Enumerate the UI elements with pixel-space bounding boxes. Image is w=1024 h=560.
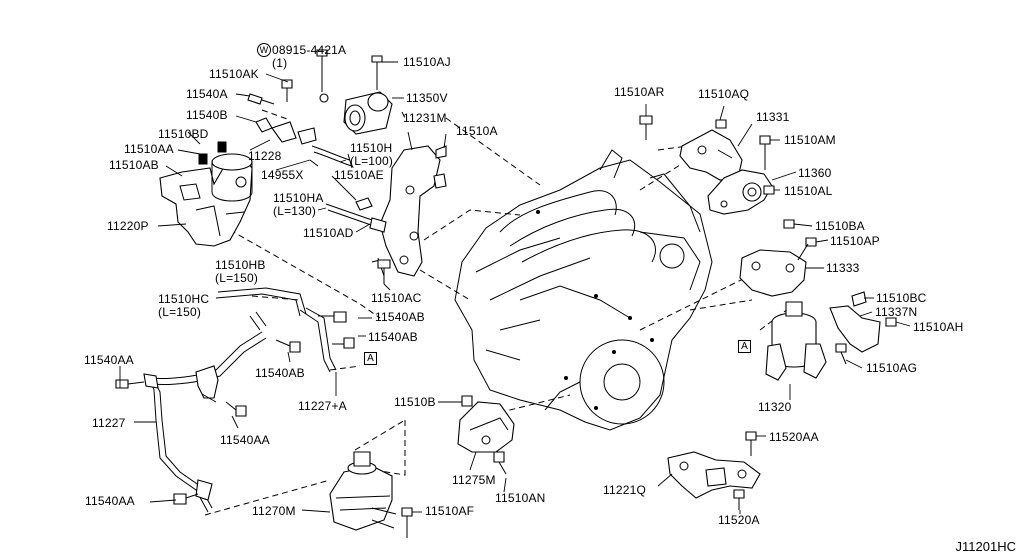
label-11540ab-middle: 11540AB xyxy=(368,330,418,344)
label-11510aq: 11510AQ xyxy=(698,87,750,101)
label-11540aa-middle: 11540AA xyxy=(220,433,270,447)
label-11540ab-upper: 11540AB xyxy=(375,310,425,324)
bracket-11231m xyxy=(379,145,447,277)
label-11510ap: 11510AP xyxy=(830,234,880,248)
label-11540ab-lower: 11540AB xyxy=(255,366,305,380)
label-11228: 11228 xyxy=(248,149,282,163)
mount-11320 xyxy=(765,291,897,381)
label-11275m: 11275M xyxy=(452,473,496,487)
label-11540aa-top: 11540AA xyxy=(84,353,134,367)
bolts xyxy=(115,197,391,505)
label-11510ah: 11510AH xyxy=(913,320,964,334)
label-11510aj: 11510AJ xyxy=(403,55,451,69)
bracket-11220p xyxy=(159,141,253,247)
label-11227: 11227 xyxy=(92,416,126,430)
fasteners-top-left xyxy=(247,49,383,145)
label-11540b: 11540B xyxy=(186,108,228,122)
label-11227-a: 11227+A xyxy=(298,399,347,413)
label-11510ab: 11510AB xyxy=(109,158,159,172)
label-11540aa-bottom: 11540AA xyxy=(85,494,135,508)
label-11510h-length: (L=100) xyxy=(350,154,394,168)
label-11540a: 11540A xyxy=(186,87,228,101)
label-11510bd: 11510BD xyxy=(158,127,209,141)
label-11510hb-length: (L=150) xyxy=(215,271,259,285)
label-11333: 11333 xyxy=(826,261,860,275)
label-11270m: 11270M xyxy=(252,504,296,518)
label-11510bc: 11510BC xyxy=(876,291,927,305)
tubes-11227 xyxy=(143,287,337,513)
mount-brackets-right-upper xyxy=(639,115,775,215)
label-08915-qty: (1) xyxy=(272,56,288,70)
bracket-11333 xyxy=(739,219,817,297)
label-11510aa: 11510AA xyxy=(124,142,174,156)
reference-a-left: A xyxy=(364,352,377,365)
label-11331: 11331 xyxy=(756,110,790,124)
label-11510am: 11510AM xyxy=(784,133,836,147)
label-11520aa: 11520AA xyxy=(769,430,819,444)
label-11520a: 11520A xyxy=(718,513,760,527)
label-14955x: 14955X xyxy=(261,168,304,182)
label-11510af: 11510AF xyxy=(425,504,475,518)
label-11360: 11360 xyxy=(798,166,832,180)
label-11510an: 11510AN xyxy=(495,491,546,505)
bushing-11350v xyxy=(343,91,393,135)
mount-11270m xyxy=(329,451,413,538)
label-11510ac: 11510AC xyxy=(371,291,422,305)
label-11510a: 11510A xyxy=(456,124,498,138)
label-11510hb: 11510HB xyxy=(215,258,266,272)
label-11510ba: 11510BA xyxy=(815,219,865,233)
label-11510h: 11510H xyxy=(350,141,393,155)
washer-mark: W xyxy=(257,43,272,57)
label-11320: 11320 xyxy=(758,400,792,414)
label-11510ak: 11510AK xyxy=(209,67,259,81)
reference-a-right: A xyxy=(738,340,751,353)
label-11510ha: 11510HA xyxy=(273,191,324,205)
label-11510ad: 11510AD xyxy=(303,226,354,240)
label-11350v: 11350V xyxy=(406,91,448,105)
diagram-code: J11201HC xyxy=(955,539,1016,554)
leader-lines xyxy=(119,61,911,514)
bracket-11275m xyxy=(457,395,515,475)
label-11337n: 11337N xyxy=(875,305,918,319)
label-11510ha-length: (L=130) xyxy=(273,204,317,218)
label-11510ae: 11510AE xyxy=(334,168,384,182)
label-11510hc: 11510HC xyxy=(158,292,210,306)
label-11231m: 11231M xyxy=(403,111,447,125)
label-11510al: 11510AL xyxy=(784,184,833,198)
label-08915-4421a: 08915-4421A xyxy=(272,43,347,57)
label-11510hc-length: (L=150) xyxy=(158,305,202,319)
label-11220p: 11220P xyxy=(107,219,149,233)
label-11221q: 11221Q xyxy=(603,483,647,497)
engine-assembly xyxy=(454,149,713,431)
label-11510ag: 11510AG xyxy=(866,361,918,375)
hoses-upper xyxy=(309,145,387,277)
label-11510ar: 11510AR xyxy=(614,85,665,99)
bracket-11221q xyxy=(667,431,761,510)
label-11510b: 11510B xyxy=(394,395,436,409)
